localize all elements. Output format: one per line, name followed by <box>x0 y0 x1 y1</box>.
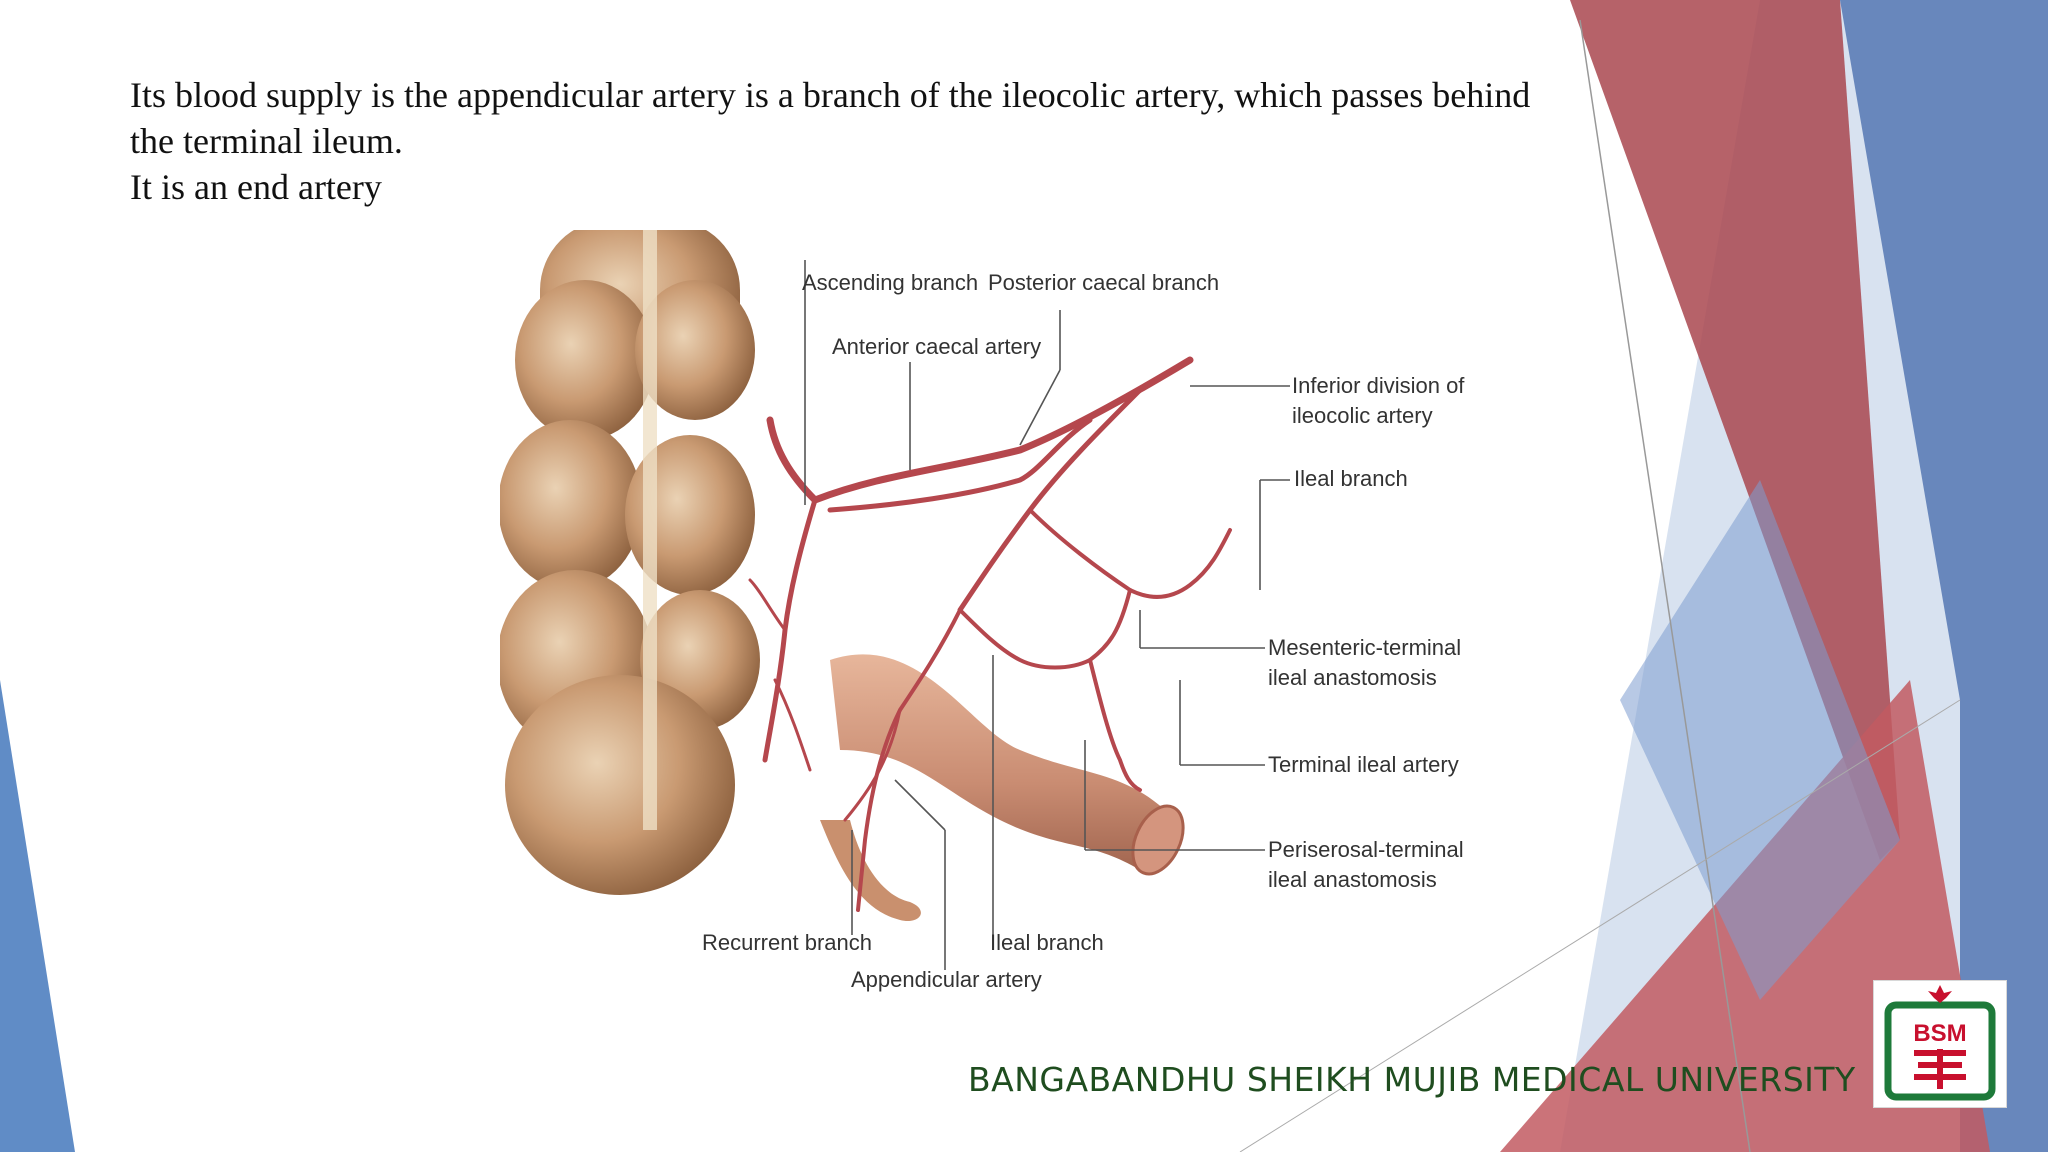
diagram-labels: Ascending branch Posterior caecal branch… <box>702 270 1465 992</box>
label-ileal-branch-lower: Ileal branch <box>990 930 1104 955</box>
label-periserosal-line2: ileal anastomosis <box>1268 867 1437 892</box>
end-artery-line: It is an end artery <box>130 167 382 207</box>
logo-text: BSM <box>1913 1020 1966 1047</box>
label-inferior-division-line1: Inferior division of <box>1292 373 1465 398</box>
caecum-illustration <box>500 230 760 895</box>
label-posterior-caecal-branch: Posterior caecal branch <box>988 270 1219 295</box>
label-terminal-ileal-artery: Terminal ileal artery <box>1268 752 1459 777</box>
appendicular-artery-diagram: Ascending branch Posterior caecal branch… <box>500 230 1465 992</box>
terminal-ileum-illustration <box>830 654 1185 876</box>
label-mesenteric-terminal-line2: ileal anastomosis <box>1268 665 1437 690</box>
label-ascending-branch: Ascending branch <box>802 270 978 295</box>
bsmmu-seal-icon: BSM <box>1884 985 1996 1101</box>
leader-lines <box>804 260 1290 970</box>
appendix-illustration <box>820 820 921 921</box>
slide-body-text: Its blood supply is the appendicular art… <box>130 72 1550 210</box>
label-mesenteric-terminal-line1: Mesenteric-terminal <box>1268 635 1461 660</box>
label-appendicular-artery: Appendicular artery <box>851 967 1042 992</box>
artery-network <box>748 356 1232 912</box>
blood-supply-paragraph: Its blood supply is the appendicular art… <box>130 75 1531 161</box>
label-periserosal-line1: Periserosal-terminal <box>1268 837 1464 862</box>
label-anterior-caecal-artery: Anterior caecal artery <box>832 334 1041 359</box>
university-name-footer: BANGABANDHU SHEIKH MUJIB MEDICAL UNIVERS… <box>968 1060 1856 1099</box>
label-inferior-division-line2: ileocolic artery <box>1292 403 1433 428</box>
label-ileal-branch-upper: Ileal branch <box>1294 466 1408 491</box>
label-recurrent-branch: Recurrent branch <box>702 930 872 955</box>
university-logo: BSM <box>1873 980 2007 1108</box>
